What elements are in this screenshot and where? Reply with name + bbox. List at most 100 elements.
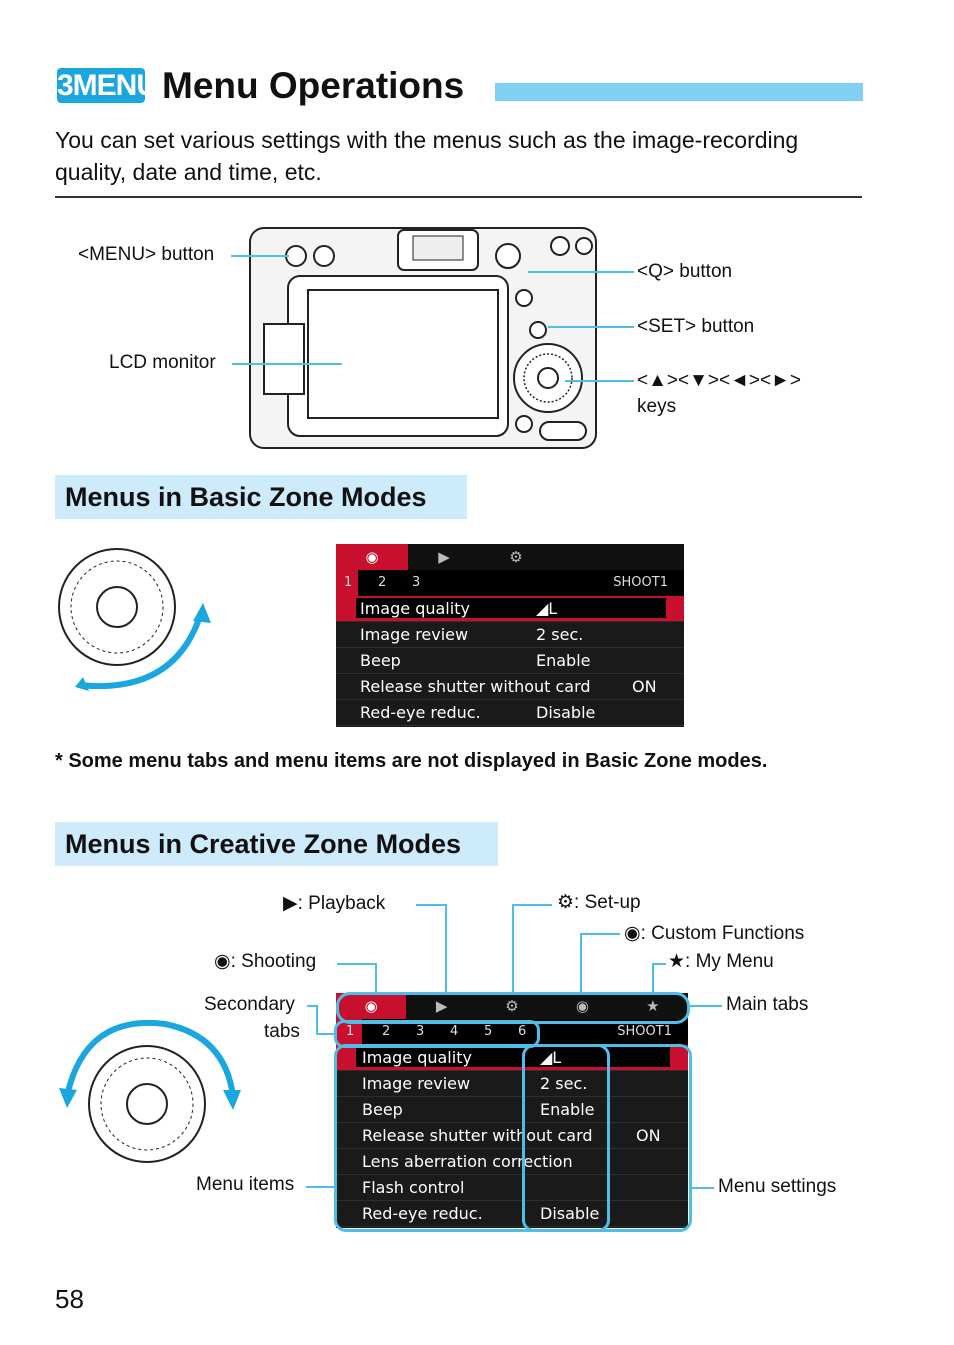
- custom-functions-label: ◉: Custom Functions: [624, 923, 805, 944]
- setup-tab-icon[interactable]: ⚙: [505, 997, 519, 1015]
- main-tabs-label: Main tabs: [726, 994, 809, 1015]
- setup-tab-icon[interactable]: ⚙: [509, 548, 523, 566]
- playback-icon: ▶: [283, 893, 298, 914]
- secondary-tabs-label-2: tabs: [264, 1021, 300, 1042]
- item-name: Lens aberration correction: [362, 1152, 573, 1171]
- subtab-3[interactable]: 3: [416, 1024, 425, 1039]
- item-name: Beep: [362, 1100, 403, 1119]
- subtab-1[interactable]: 1: [344, 575, 353, 590]
- item-value: Disable: [540, 1204, 600, 1223]
- item-value: ON: [636, 1126, 661, 1145]
- item-value: 2 sec.: [536, 625, 584, 644]
- cross-keys-label: <▲><▼><◄><►>: [637, 370, 801, 391]
- setup-label: ⚙: Set-up: [557, 892, 641, 913]
- subtab-2[interactable]: 2: [378, 575, 387, 590]
- subtab-1[interactable]: 1: [346, 1024, 355, 1039]
- subtab-6[interactable]: 6: [518, 1024, 527, 1039]
- leader-line: [512, 904, 514, 1004]
- menu-row[interactable]: Lens aberration correction: [336, 1149, 688, 1175]
- item-name: Red-eye reduc.: [360, 703, 481, 722]
- divider: [55, 196, 862, 198]
- title-decor-bar: [495, 83, 863, 101]
- menu-row[interactable]: Release shutter without card ON: [336, 674, 684, 700]
- basic-zone-note: * Some menu tabs and menu items are not …: [55, 750, 768, 772]
- page-title: Menu Operations: [162, 65, 465, 106]
- leader-line: [652, 963, 654, 1004]
- item-name: Image review: [360, 625, 469, 644]
- leader-line: [652, 963, 666, 965]
- item-name: Flash control: [362, 1178, 465, 1197]
- section-heading-basic: Menus in Basic Zone Modes: [55, 475, 467, 519]
- menu-row[interactable]: Red-eye reduc. Disable: [336, 700, 684, 726]
- custom-functions-icon: ◉: [624, 923, 641, 944]
- shooting-label: ◉: Shooting: [214, 951, 317, 972]
- subtab-2[interactable]: 2: [382, 1024, 391, 1039]
- playback-tab-icon[interactable]: ▶: [438, 548, 450, 566]
- leader-line: [416, 904, 446, 906]
- playback-label: ▶: Playback: [283, 893, 386, 914]
- leader-line: [548, 326, 634, 328]
- menu-button-label: <MENU> button: [78, 244, 215, 265]
- camera-back-illustration: [249, 227, 597, 449]
- leader-line: [445, 904, 447, 1004]
- item-value: Enable: [536, 651, 591, 670]
- set-button-label: <SET> button: [637, 316, 755, 337]
- leader-line: [580, 933, 582, 1004]
- menu-settings-label: Menu settings: [718, 1176, 837, 1197]
- leader-line: [232, 363, 342, 365]
- mode-dial-basic: [58, 548, 211, 691]
- menu-row[interactable]: Image quality ◢L: [336, 1045, 688, 1071]
- page-number: 58: [55, 1284, 84, 1314]
- mode-dial-creative: [59, 1020, 241, 1163]
- menu-row[interactable]: Flash control: [336, 1175, 688, 1201]
- leader-line: [316, 1033, 336, 1035]
- menu-row[interactable]: Red-eye reduc.Disable: [336, 1201, 688, 1227]
- leader-line: [306, 1186, 334, 1188]
- leader-line: [375, 963, 377, 1004]
- subtab-5[interactable]: 5: [484, 1024, 493, 1039]
- item-name: Image quality: [360, 599, 470, 618]
- subtab-3[interactable]: 3: [412, 575, 421, 590]
- menu-badge: 3MENU: [57, 68, 158, 103]
- item-name: Release shutter without card: [360, 677, 591, 696]
- intro-text: You can set various settings with the me…: [55, 127, 799, 185]
- leader-line: [690, 1005, 722, 1007]
- star-icon: ★: [668, 951, 686, 972]
- section-heading-creative: Menus in Creative Zone Modes: [55, 822, 498, 866]
- menu-row[interactable]: Image quality ◢L: [336, 596, 684, 622]
- leader-line: [337, 963, 375, 965]
- item-name: Release shutter without card: [362, 1126, 593, 1145]
- item-value: Disable: [536, 703, 596, 722]
- secondary-tabs-label: Secondary: [204, 994, 295, 1015]
- menu-items-highlight: [334, 1044, 610, 1232]
- leader-line: [690, 1187, 714, 1189]
- my-menu-tab-icon[interactable]: ★: [646, 997, 660, 1015]
- menu-row[interactable]: Release shutter without card ON: [336, 1123, 688, 1149]
- menu-row[interactable]: Beep Enable: [336, 1097, 688, 1123]
- shoot-label: SHOOT1: [617, 1024, 672, 1039]
- my-menu-label: ★: My Menu: [668, 951, 774, 972]
- lcd-monitor-label: LCD monitor: [109, 352, 216, 373]
- item-name: Image quality: [362, 1048, 472, 1067]
- shooting-tab-icon[interactable]: ◉: [336, 544, 408, 570]
- item-name: Image review: [362, 1074, 471, 1093]
- item-value: ◢L: [536, 599, 558, 618]
- leader-line: [231, 255, 289, 257]
- camera-icon: ◉: [214, 951, 231, 972]
- subtab-4[interactable]: 4: [450, 1024, 459, 1039]
- menu-settings-highlight: [522, 1044, 692, 1232]
- item-value: ON: [632, 677, 657, 696]
- custom-functions-tab-icon[interactable]: ◉: [575, 997, 589, 1015]
- playback-tab-icon[interactable]: ▶: [435, 997, 448, 1015]
- leader-line: [307, 1005, 317, 1007]
- creative-menu-screen: ◉ ▶ ⚙ ◉ ★ 1 2 3 4 5 6 SHOOT1 Image quali…: [336, 993, 688, 1228]
- cross-keys-label-2: keys: [637, 396, 677, 417]
- leader-line: [316, 1005, 318, 1035]
- menu-row[interactable]: Image review 2 sec.: [336, 622, 684, 648]
- leader-line: [565, 380, 634, 382]
- basic-menu-screen: ◉ ▶ ⚙ 1 2 3 SHOOT1 Image quality◢L Image…: [336, 544, 684, 727]
- item-value: Enable: [540, 1100, 595, 1119]
- item-value: ◢L: [540, 1048, 562, 1067]
